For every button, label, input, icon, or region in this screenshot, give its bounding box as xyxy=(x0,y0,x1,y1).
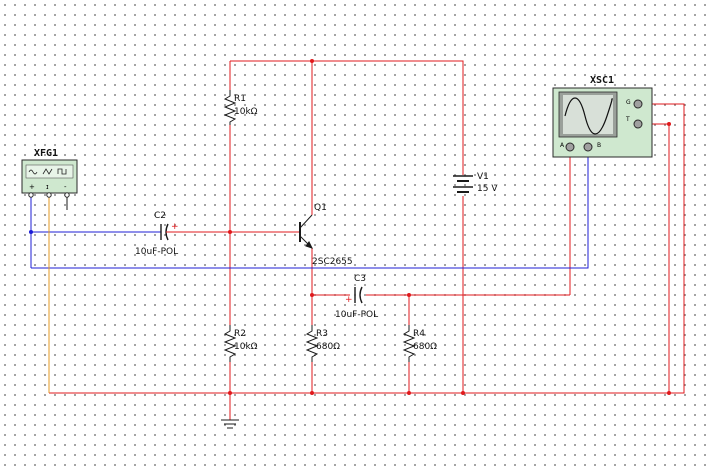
xsc1-trigger-terminal[interactable] xyxy=(633,119,643,129)
transistor-collector-icon xyxy=(299,214,313,229)
blue-wires xyxy=(30,150,589,269)
r3-ref: R3 xyxy=(316,329,328,339)
resistor-r2[interactable] xyxy=(223,325,237,362)
c3-polarity: + xyxy=(345,295,353,305)
r2-ref: R2 xyxy=(234,329,246,339)
xfg1-minus-pin-label: - xyxy=(64,183,67,191)
junction-dot xyxy=(310,293,314,297)
battery-v1[interactable] xyxy=(453,175,473,193)
capacitor-c2[interactable] xyxy=(156,223,172,241)
c3-ref: C3 xyxy=(354,274,366,284)
c2-value: 10uF-POL xyxy=(135,247,178,257)
wire-scope-g[interactable] xyxy=(639,103,685,394)
xsc1-ground-terminal[interactable] xyxy=(633,99,643,109)
xsc1-label: XSC1 xyxy=(590,75,614,86)
transistor-emitter-arrow-icon xyxy=(305,241,313,249)
wire-scope-t[interactable] xyxy=(639,123,670,393)
c2-ref: C2 xyxy=(154,211,166,221)
r4-value: 680Ω xyxy=(413,342,437,352)
xsc1-screen-inner xyxy=(563,95,613,134)
q1-ref: Q1 xyxy=(314,203,327,213)
r4-ref: R4 xyxy=(413,329,425,339)
junction-dot xyxy=(407,293,411,297)
xfg1-common-pin-label: ɪ xyxy=(46,183,49,191)
junction-dot xyxy=(29,230,33,234)
r1-ref: R1 xyxy=(234,94,246,104)
xfg1-minus-terminal[interactable] xyxy=(64,192,70,198)
transistor-q1[interactable] xyxy=(299,214,313,249)
resistor-zigzag-icon xyxy=(402,325,416,362)
v1-value: 15 V xyxy=(477,184,498,194)
r3-value: 680Ω xyxy=(316,342,340,352)
wire-top-rail[interactable] xyxy=(230,60,464,175)
xsc1-pin-g-label: G xyxy=(626,99,631,106)
junction-dot xyxy=(310,59,314,63)
resistor-r3[interactable] xyxy=(305,325,319,362)
triangle-wave-icon xyxy=(42,168,53,175)
ground-icon[interactable] xyxy=(221,419,239,429)
xsc1-channel-a-terminal[interactable] xyxy=(565,142,575,152)
function-generator-xfg1[interactable]: + ɪ - xyxy=(21,159,78,210)
xfg1-plus-pin-label: + xyxy=(29,183,35,191)
r2-value: 10kΩ xyxy=(234,342,258,352)
v1-ref: V1 xyxy=(477,172,489,182)
resistor-zigzag-icon xyxy=(223,325,237,362)
xsc1-pin-a-label: A xyxy=(560,142,565,149)
sine-wave-icon xyxy=(28,169,38,175)
xsc1-pin-t-label: T xyxy=(625,116,630,123)
junction-dot xyxy=(667,391,671,395)
resistor-zigzag-icon xyxy=(305,325,319,362)
xfg1-label: XFG1 xyxy=(34,148,58,159)
xsc1-channel-b-terminal[interactable] xyxy=(583,142,593,152)
resistor-zigzag-icon xyxy=(223,90,237,125)
capacitor-curved-plate-icon xyxy=(359,286,363,304)
capacitor-c3[interactable] xyxy=(354,286,363,304)
xfg1-waveform-panel xyxy=(25,164,74,179)
junction-dot xyxy=(667,122,671,126)
c3-value: 10uF-POL xyxy=(335,310,378,320)
c2-polarity: + xyxy=(171,222,179,232)
junction-dot xyxy=(407,391,411,395)
junction-dot xyxy=(228,391,232,395)
junction-dot xyxy=(461,391,465,395)
xfg1-plus-terminal[interactable] xyxy=(28,192,34,198)
junctions xyxy=(29,59,671,395)
junction-dot xyxy=(310,391,314,395)
junction-dot xyxy=(228,230,232,234)
q1-model: 2SC2655 xyxy=(312,257,353,267)
sine-wave-screen-icon xyxy=(564,97,613,135)
resistor-r1[interactable] xyxy=(223,90,237,125)
resistor-r4[interactable] xyxy=(402,325,416,362)
oscilloscope-xsc1[interactable]: A B G T xyxy=(552,87,653,158)
xsc1-pin-b-label: B xyxy=(597,142,601,149)
r1-value: 10kΩ xyxy=(234,107,258,117)
xfg1-common-terminal[interactable] xyxy=(46,192,52,198)
wire-input-to-scope-b[interactable] xyxy=(31,150,589,269)
square-wave-icon xyxy=(57,168,67,175)
